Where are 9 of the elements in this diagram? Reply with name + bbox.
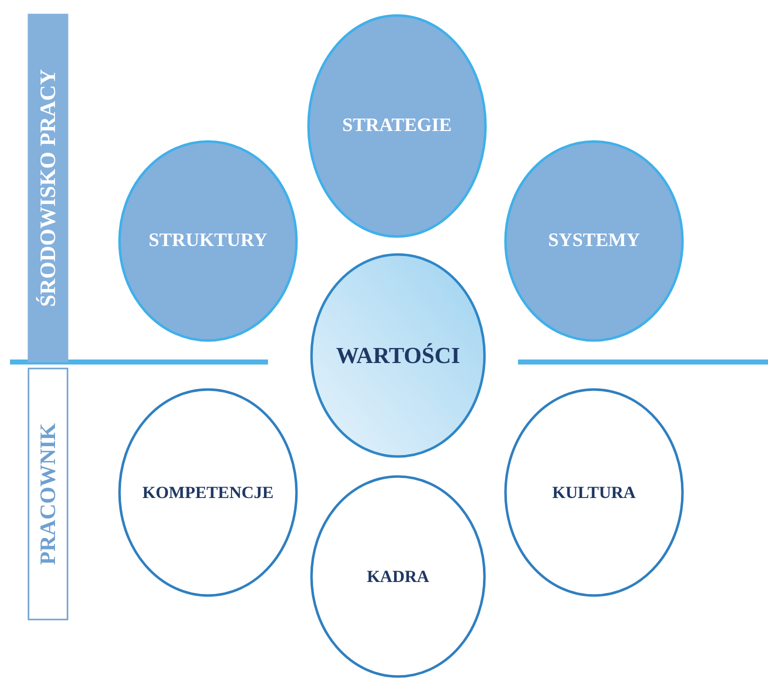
ellipse-label: KOMPETENCJE: [142, 482, 274, 502]
side-label: PRACOWNIK: [35, 423, 61, 565]
ellipse-label: SYSTEMY: [548, 230, 640, 252]
ellipse-label: STRUKTURY: [148, 230, 268, 252]
ellipse-label: KADRA: [366, 566, 430, 586]
ellipse-label: KULTURA: [552, 482, 636, 502]
ellipse-label: WARTOŚCI: [336, 342, 460, 368]
ellipse-label: STRATEGIE: [342, 115, 452, 137]
side-label: ŚRODOWISKO PRACY: [35, 69, 61, 307]
